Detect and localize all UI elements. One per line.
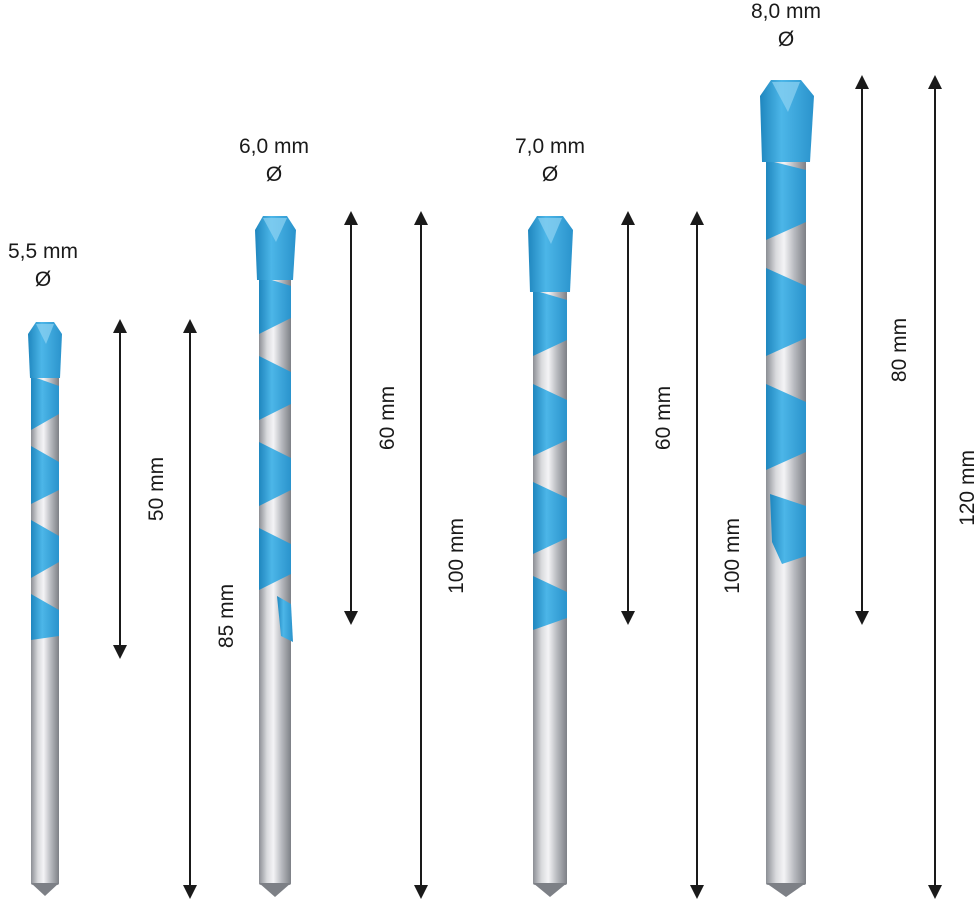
diameter-label: 6,0 mm xyxy=(239,135,309,158)
drill-bit-4: 8,0 mm Ø 80 mm 120 mm xyxy=(751,0,975,899)
drill-tip xyxy=(255,216,296,280)
drill-tip-highlight xyxy=(36,324,54,344)
total-length-label: 100 mm xyxy=(445,518,468,594)
diameter-symbol: Ø xyxy=(542,163,558,186)
flute-length-label: 60 mm xyxy=(376,386,399,450)
drill-tip-highlight xyxy=(772,82,800,112)
flute-length-label: 60 mm xyxy=(652,386,675,450)
diameter-symbol: Ø xyxy=(778,28,794,51)
drill-flute xyxy=(533,290,567,630)
total-length-label: 85 mm xyxy=(215,584,238,648)
total-length-label: 120 mm xyxy=(956,450,975,526)
diameter-symbol: Ø xyxy=(266,163,282,186)
drill-shank-end xyxy=(766,883,806,897)
flute-length-label: 50 mm xyxy=(145,457,168,521)
drill-shank-end xyxy=(31,883,59,896)
drill-bit-2: 6,0 mm Ø 60 mm 100 mm xyxy=(239,135,468,899)
diameter-label: 8,0 mm xyxy=(751,0,821,23)
flute-length-label: 80 mm xyxy=(888,318,911,382)
drill-tip xyxy=(528,216,573,292)
drill-bit-3: 7,0 mm Ø 60 mm 100 mm xyxy=(515,135,744,899)
total-length-label: 100 mm xyxy=(721,518,744,594)
diameter-symbol: Ø xyxy=(35,268,51,291)
diameter-label: 5,5 mm xyxy=(8,240,78,263)
drill-tip xyxy=(760,80,814,162)
drill-tip-highlight xyxy=(263,218,287,242)
drill-flute xyxy=(766,160,806,564)
drill-tip xyxy=(28,322,62,378)
drill-bit-1: 5,5 mm Ø 50 mm 85 mm xyxy=(8,240,238,899)
drill-flute xyxy=(31,376,59,640)
drill-shank-end xyxy=(533,883,567,897)
drill-tip-highlight xyxy=(538,218,562,244)
diameter-label: 7,0 mm xyxy=(515,135,585,158)
drill-shank-end xyxy=(259,883,291,897)
drill-flute xyxy=(259,276,293,642)
